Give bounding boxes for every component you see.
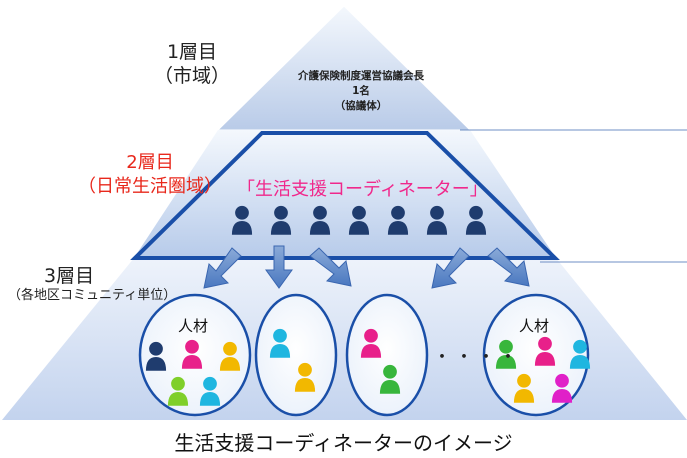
council-title: 介護保険制度運営協議会長 bbox=[298, 70, 424, 82]
ellipsis-dots: ・・・・ bbox=[433, 347, 521, 368]
council-count: 1名 bbox=[352, 85, 370, 97]
talent-label-left: 人材 bbox=[178, 317, 209, 335]
community-ellipse bbox=[254, 293, 338, 417]
council-body: （協議体） bbox=[334, 100, 388, 112]
level3-scope: （各地区コミュニティ単位） bbox=[8, 288, 177, 303]
arrow-down-left bbox=[431, 247, 470, 289]
level1-title: 1層目 bbox=[166, 41, 218, 63]
coordinator-label: 「生活支援コーディネーター」 bbox=[237, 179, 488, 200]
arrow-down-right bbox=[487, 247, 530, 287]
coordinator-tier-outline bbox=[130, 131, 560, 260]
arrow-down bbox=[265, 245, 293, 289]
level3-label: 3層目 （各地区コミュニティ単位） bbox=[8, 265, 176, 305]
talent-label-right: 人材 bbox=[519, 317, 550, 335]
diagram-caption: 生活支援コーディネーターのイメージ bbox=[174, 431, 513, 455]
down-arrows bbox=[203, 245, 530, 289]
level2-label: 2層目 （日常生活圏域） bbox=[78, 151, 222, 199]
council-label: 介護保険制度運営協議会長 1名 （協議体） bbox=[276, 69, 446, 114]
arrow-down-left bbox=[203, 247, 242, 289]
community-ellipse bbox=[138, 293, 252, 417]
arrow-down-right bbox=[309, 247, 352, 287]
level1-label: 1層目 （市域） bbox=[154, 40, 230, 88]
level3-title: 3層目 bbox=[44, 265, 95, 287]
level2-title: 2層目 bbox=[126, 152, 174, 173]
level1-scope: （市域） bbox=[154, 65, 231, 87]
community-ellipse bbox=[345, 293, 429, 417]
level2-scope: （日常生活圏域） bbox=[78, 176, 222, 197]
